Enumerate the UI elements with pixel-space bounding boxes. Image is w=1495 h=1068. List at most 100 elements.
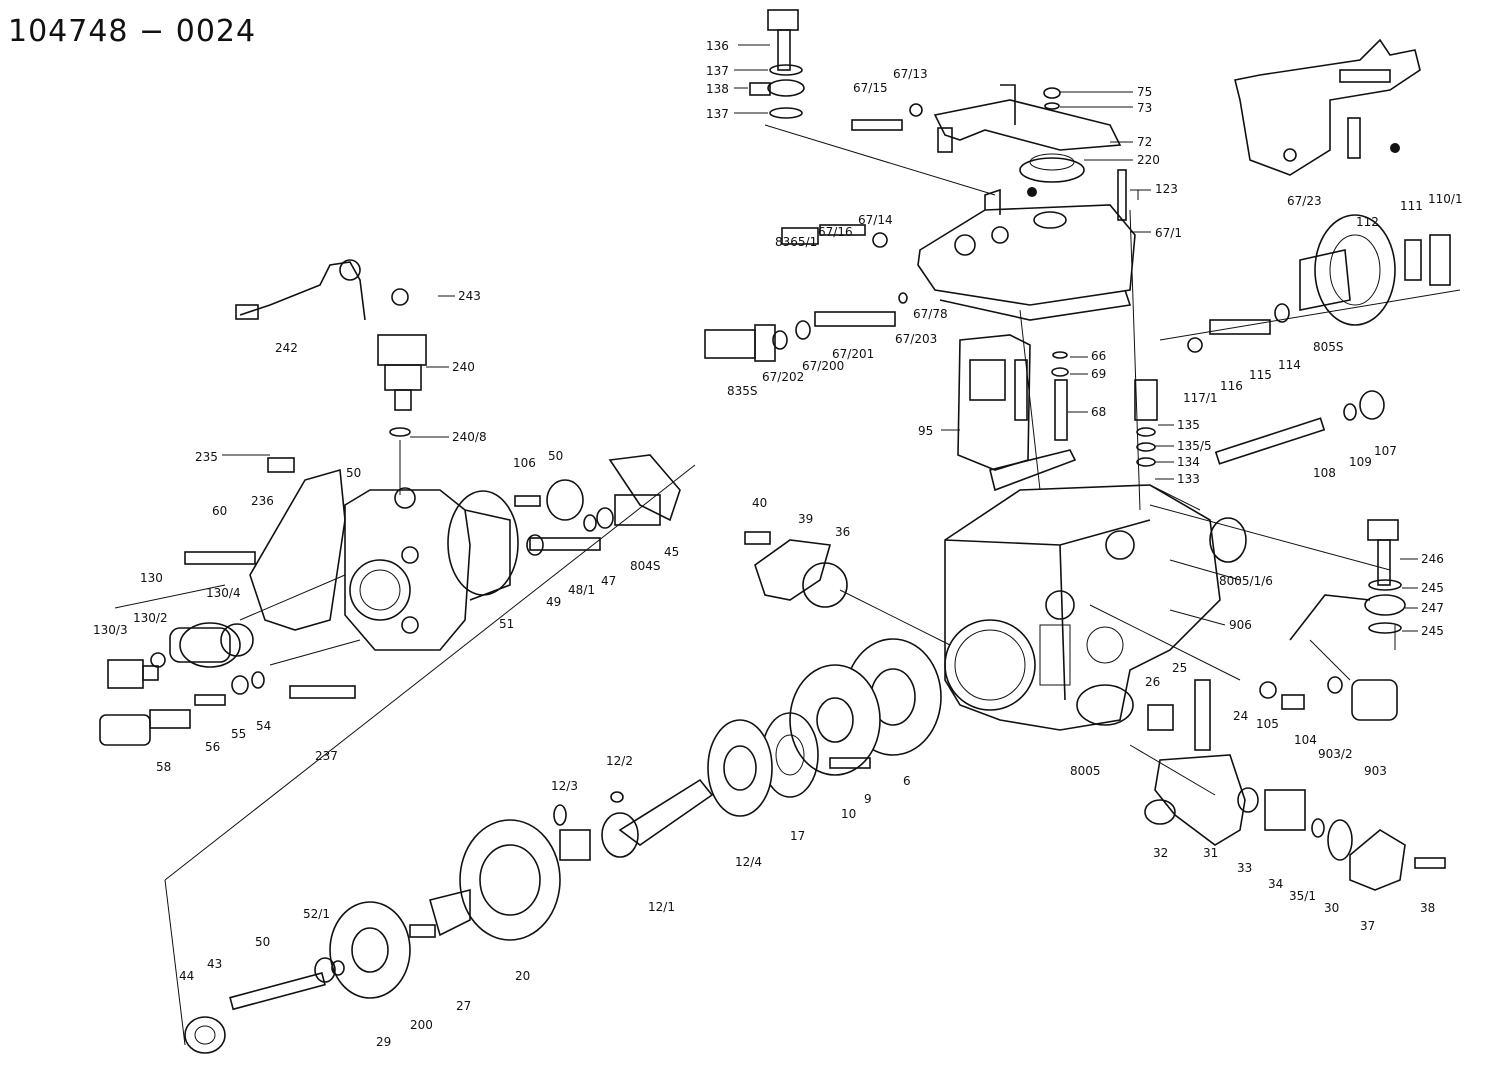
label-67-1: 67/1: [1155, 226, 1182, 240]
label-116: 116: [1220, 379, 1243, 393]
label-49: 49: [546, 595, 561, 609]
label-903-2: 903/2: [1318, 747, 1353, 761]
feed-pump-20: [409, 819, 591, 941]
pump-housing-8005: [944, 484, 1247, 731]
label-138: 138: [706, 82, 729, 96]
label-135: 135: [1177, 418, 1200, 432]
label-45: 45: [664, 545, 679, 559]
flyweight-assembly-805s: [1159, 214, 1461, 353]
cover-plate-39: [744, 531, 848, 608]
gasket-235: [249, 457, 346, 631]
drive-shaft-12-1: [553, 778, 714, 858]
label-66: 66: [1091, 349, 1106, 363]
label-95: 95: [918, 424, 933, 438]
label-56: 56: [205, 740, 220, 754]
label-243: 243: [458, 289, 481, 303]
label-50b: 50: [548, 449, 563, 463]
label-38: 38: [1420, 901, 1435, 915]
right-lower-fittings: [1147, 676, 1398, 751]
label-109: 109: [1349, 455, 1372, 469]
label-55: 55: [231, 727, 246, 741]
top-bolt-stack: [749, 9, 805, 119]
lever-247: [1289, 519, 1406, 641]
label-67-14: 67/14: [858, 213, 893, 227]
label-9: 9: [864, 792, 872, 806]
label-67-16: 67/16: [818, 225, 853, 239]
label-246: 246: [1421, 552, 1444, 566]
label-12-1: 12/1: [648, 900, 675, 914]
solenoid-240: [235, 259, 427, 437]
bracket-67-23: [1234, 38, 1421, 176]
label-36: 36: [835, 525, 850, 539]
roller-ring-assembly: [707, 638, 942, 817]
label-67-23: 67/23: [1287, 194, 1322, 208]
label-12-3: 12/3: [551, 779, 578, 793]
label-245b: 245: [1421, 624, 1444, 638]
leader-lines: [222, 44, 1418, 632]
label-130-2: 130/2: [133, 611, 168, 625]
label-35-1: 35/1: [1289, 889, 1316, 903]
label-54: 54: [256, 719, 271, 733]
label-29: 29: [376, 1035, 391, 1049]
left-fittings: [99, 495, 541, 746]
label-240: 240: [452, 360, 475, 374]
delivery-valves-left: [526, 454, 681, 556]
label-137a: 137: [706, 64, 729, 78]
label-27: 27: [456, 999, 471, 1013]
label-135-5: 135/5: [1177, 439, 1212, 453]
label-31: 31: [1203, 846, 1218, 860]
label-137b: 137: [706, 107, 729, 121]
label-39: 39: [798, 512, 813, 526]
governor-lever-95: [957, 334, 1158, 492]
governor-shaft-108: [1214, 390, 1385, 465]
distributor-head: [344, 487, 519, 651]
label-47: 47: [601, 574, 616, 588]
label-68: 68: [1091, 405, 1106, 419]
label-26: 26: [1145, 675, 1160, 689]
label-73: 73: [1137, 101, 1152, 115]
label-60: 60: [212, 504, 227, 518]
label-117-1: 117/1: [1183, 391, 1218, 405]
label-67-15: 67/15: [853, 81, 888, 95]
label-242: 242: [275, 341, 298, 355]
label-10: 10: [841, 807, 856, 821]
label-105: 105: [1256, 717, 1279, 731]
label-25: 25: [1172, 661, 1187, 675]
label-115: 115: [1249, 368, 1272, 382]
label-104: 104: [1294, 733, 1317, 747]
label-34: 34: [1268, 877, 1283, 891]
governor-housing-67-1: [917, 169, 1136, 321]
label-67-200: 67/200: [802, 359, 844, 373]
label-134: 134: [1177, 455, 1200, 469]
label-52-1: 52/1: [303, 907, 330, 921]
label-108: 108: [1313, 466, 1336, 480]
label-237: 237: [315, 749, 338, 763]
label-111: 111: [1400, 199, 1423, 213]
label-136: 136: [706, 39, 729, 53]
label-69: 69: [1091, 367, 1106, 381]
label-114: 114: [1278, 358, 1301, 372]
part-labels: 136 137 138 137 67/15 67/13 75 73 72 220…: [93, 39, 1463, 1049]
label-835s: 835S: [727, 384, 758, 398]
label-67-201: 67/201: [832, 347, 874, 361]
label-58: 58: [156, 760, 171, 774]
drive-end-parts: [184, 901, 411, 1054]
label-40: 40: [752, 496, 767, 510]
label-33: 33: [1237, 861, 1252, 875]
label-247: 247: [1421, 601, 1444, 615]
label-75: 75: [1137, 85, 1152, 99]
governor-cover-top: [851, 84, 1122, 197]
label-123: 123: [1155, 182, 1178, 196]
label-112: 112: [1356, 215, 1379, 229]
label-30: 30: [1324, 901, 1339, 915]
label-17: 17: [790, 829, 805, 843]
guide-lines: [114, 124, 1396, 1046]
label-236: 236: [251, 494, 274, 508]
label-130: 130: [140, 571, 163, 585]
label-220: 220: [1137, 153, 1160, 167]
timing-device: [1144, 754, 1446, 891]
label-12-4: 12/4: [735, 855, 762, 869]
label-44: 44: [179, 969, 194, 983]
label-51: 51: [499, 617, 514, 631]
